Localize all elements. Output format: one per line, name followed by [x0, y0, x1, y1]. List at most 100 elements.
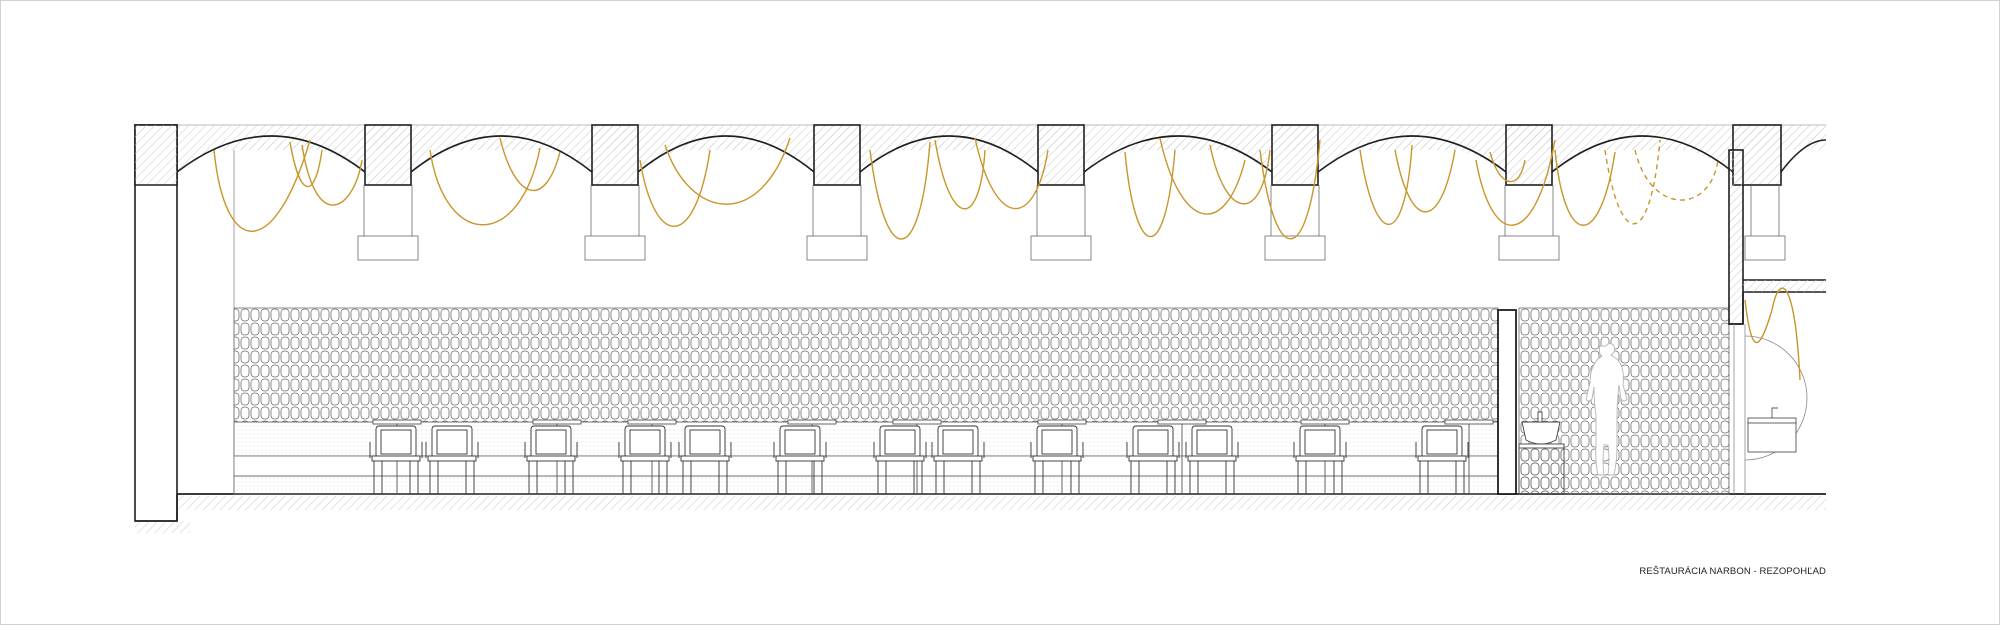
chair-seat [620, 455, 670, 462]
side-sink [1747, 407, 1797, 453]
chair-back-inner [1426, 429, 1458, 455]
pendant-cable [1209, 144, 1271, 205]
pendant-cable [869, 141, 931, 240]
chair-seat [1128, 455, 1178, 462]
vault-haunch [860, 142, 1038, 172]
pendant-box [357, 235, 419, 261]
chair-seat [1187, 455, 1237, 462]
chair-seat [1032, 455, 1082, 462]
chair-back-inner [380, 429, 412, 455]
pendant-cable [213, 139, 311, 232]
pendant-cable [974, 137, 1049, 210]
table-top [892, 419, 942, 425]
chair-armrest [369, 442, 423, 458]
chair-back-inner [884, 429, 916, 455]
vaults [176, 135, 1827, 173]
pendant-box [806, 235, 868, 261]
pendant-cable [639, 149, 711, 227]
chair-armrest [1030, 442, 1084, 458]
chair-seat [775, 455, 825, 462]
chair [873, 425, 927, 494]
vault-arc [1083, 135, 1273, 173]
chair-armrest [618, 442, 672, 458]
chair-seat [526, 455, 576, 462]
pendant-cable [1554, 149, 1616, 226]
chair-back [624, 425, 666, 459]
chair-seat [680, 455, 730, 462]
drawing-caption: REŠTAURÁCIA NARBON - REZOPOHĽAD [1639, 566, 1826, 577]
chair-armrest [678, 442, 732, 458]
table-top [532, 419, 582, 425]
pendant-cable [429, 147, 541, 226]
pendant-cable [1359, 144, 1413, 226]
vault-haunch [177, 142, 365, 172]
chair-back-inner [1041, 429, 1073, 455]
pendant-fixtures [357, 185, 1786, 261]
pier [364, 124, 412, 186]
vault-arc [637, 135, 815, 173]
vault-arc [1780, 139, 1827, 173]
vault-haunch [411, 142, 592, 172]
pendant-cable [1259, 139, 1321, 240]
floor-slab [135, 493, 1826, 522]
pendant-box [1744, 235, 1786, 261]
vault-haunch [1318, 142, 1506, 172]
pier [1271, 124, 1319, 186]
chair [425, 425, 479, 494]
pendant-cable [664, 137, 791, 205]
table-top [787, 419, 837, 425]
chair [369, 425, 423, 494]
chair-armrest [873, 442, 927, 458]
chair-back [1132, 425, 1174, 459]
chair-back [375, 425, 417, 459]
table-top [1037, 419, 1087, 425]
vault-arc [1551, 135, 1734, 173]
pendant-cable [1394, 149, 1456, 213]
pendant-cable [1475, 139, 1556, 226]
chair-armrest [1293, 442, 1347, 458]
chair-back [779, 425, 821, 459]
lighting-cables [213, 137, 1801, 381]
pier [1505, 124, 1553, 186]
vault-arc [410, 135, 593, 173]
vault-haunch [638, 142, 814, 172]
chair [1185, 425, 1239, 494]
chair [1126, 425, 1180, 494]
vault-arc [1317, 135, 1507, 173]
chair-seat [1417, 455, 1467, 462]
pendant-box [1264, 235, 1326, 261]
chair-seat [1295, 455, 1345, 462]
pier [1037, 124, 1085, 186]
ceiling-structure [134, 124, 1827, 186]
chair-back-inner [942, 429, 974, 455]
pendant-cable [1489, 151, 1526, 183]
vault-haunch [1552, 142, 1733, 172]
tables [372, 419, 1494, 494]
pendant-box [1030, 235, 1092, 261]
pendant-box [1498, 235, 1560, 261]
chair-back [431, 425, 473, 459]
chair-armrest [1415, 442, 1469, 458]
pendant-box [584, 235, 646, 261]
chair-back [1299, 425, 1341, 459]
pier [591, 124, 639, 186]
chair-seat [875, 455, 925, 462]
chair [931, 425, 985, 494]
pendant-cable [1744, 299, 1773, 343]
chair-back-inner [1304, 429, 1336, 455]
chair-back [1191, 425, 1233, 459]
chair-back [1421, 425, 1463, 459]
pendant-cable [1159, 137, 1246, 215]
chair-seat [371, 455, 421, 462]
chair-seat [933, 455, 983, 462]
chair-back-inner [689, 429, 721, 455]
pendant-cable [289, 141, 323, 188]
chair [678, 425, 732, 494]
table-top [1300, 419, 1350, 425]
chair-back-inner [1196, 429, 1228, 455]
chair-armrest [1126, 442, 1180, 458]
chair-back [530, 425, 572, 459]
pier [813, 124, 861, 186]
pendant-cable [301, 144, 363, 206]
